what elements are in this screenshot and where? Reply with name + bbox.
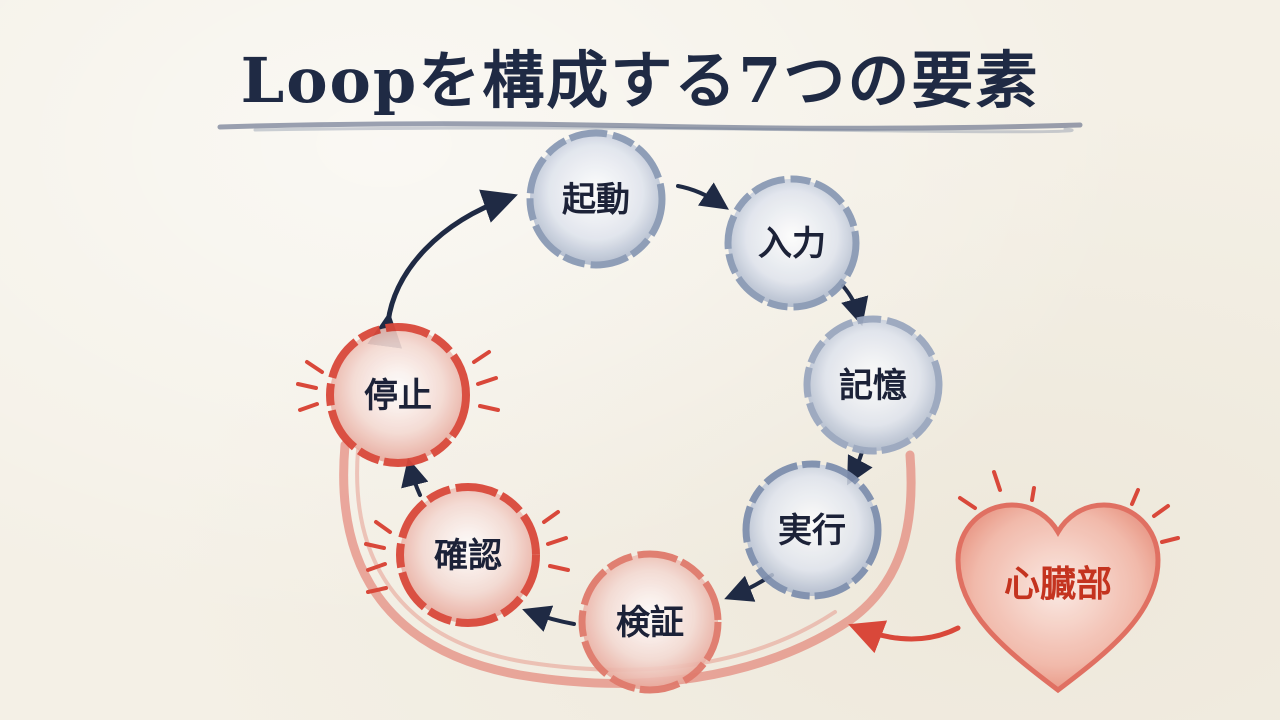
node-confirm: 確認 <box>396 483 540 627</box>
node-label-confirm: 確認 <box>434 536 502 576</box>
node-label-memory: 記憶 <box>839 366 907 406</box>
arrow-heart-to-loop <box>848 620 961 654</box>
arrow-confirm-to-stop <box>401 457 429 497</box>
node-input: 入力 <box>724 175 860 311</box>
arrow-input-to-memory <box>841 284 869 327</box>
node-label-verify: 検証 <box>616 603 684 643</box>
heart-label: 心臓部 <box>1004 563 1112 605</box>
arrow-start-to-input <box>676 182 729 210</box>
node-execute: 実行 <box>742 460 882 600</box>
arrow-verify-to-confirm <box>522 605 576 632</box>
node-label-input: 入力 <box>758 224 826 264</box>
page-title: Loopを構成する7つの要素 <box>240 44 1040 117</box>
arrow-stop-start-bidirectional <box>367 189 518 349</box>
node-label-execute: 実行 <box>778 511 846 551</box>
heart-icon: 心臓部 <box>955 502 1161 694</box>
node-verify: 検証 <box>578 550 722 694</box>
emphasis-rays-heart <box>958 470 1180 544</box>
node-stop: 停止 <box>326 323 470 467</box>
emphasis-rays-stop <box>296 350 500 412</box>
node-start: 起動 <box>526 129 666 269</box>
node-memory: 記憶 <box>803 315 943 455</box>
emphasis-rays-confirm <box>364 510 570 594</box>
node-label-stop: 停止 <box>364 376 432 416</box>
node-label-start: 起動 <box>562 180 630 220</box>
title-underline <box>217 121 1083 134</box>
